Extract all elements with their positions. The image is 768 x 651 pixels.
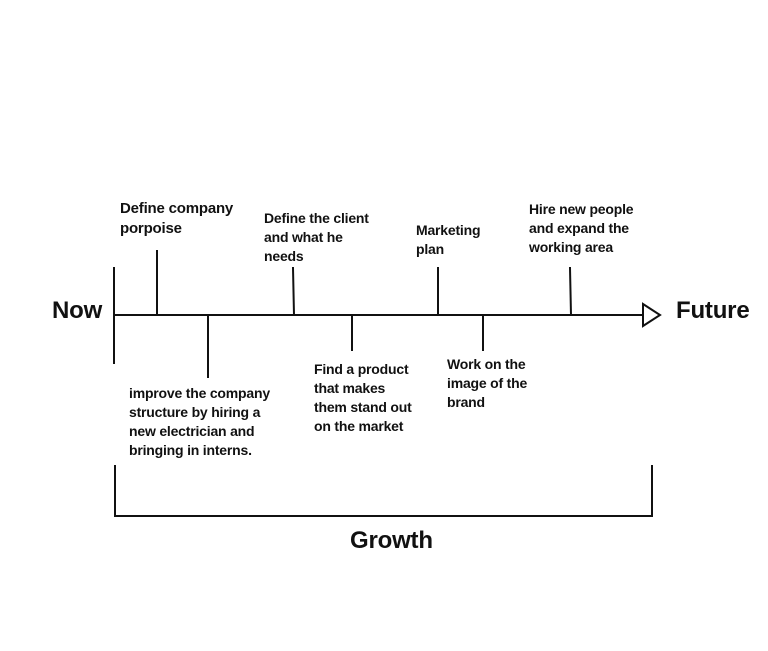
event-label-hire-expand: Hire new people and expand the working a… [529, 201, 634, 255]
event-label-improve-structure: improve the company structure by hiring … [129, 385, 270, 458]
timeline-end-label: Future [676, 297, 750, 324]
tick-hire-expand [568, 266, 573, 317]
growth-bracket [114, 465, 653, 517]
growth-label: Growth [350, 527, 433, 554]
event-label-define-client: Define the client and what he needs [264, 210, 369, 264]
timeline-start-label: Now [52, 297, 103, 324]
event-label-marketing-plan: Marketing plan [416, 222, 481, 257]
timeline-arrow-head [642, 302, 662, 328]
event-label-define-purpose: Define company porpoise [120, 200, 234, 237]
event-label-find-product: Find a product that makes them stand out… [314, 361, 412, 434]
tick-define-client [291, 266, 296, 317]
event-label-brand-image: Work on the image of the brand [447, 356, 528, 410]
